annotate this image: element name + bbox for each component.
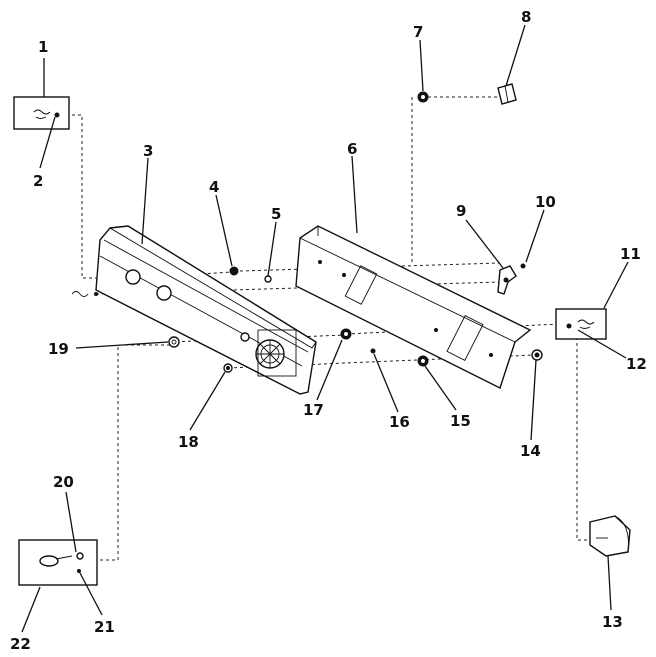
callout-1: 1 bbox=[38, 38, 48, 56]
leader-lines bbox=[21, 24, 629, 633]
part-17-nut bbox=[340, 328, 352, 340]
callout-6: 6 bbox=[347, 140, 357, 158]
part-13-knob bbox=[589, 515, 631, 557]
callout-17: 17 bbox=[303, 401, 324, 419]
callout-8: 8 bbox=[521, 8, 531, 26]
callout-20: 20 bbox=[53, 473, 74, 491]
part-18-nut bbox=[223, 363, 233, 373]
callout-11: 11 bbox=[620, 245, 641, 263]
part-16-screw bbox=[370, 348, 376, 354]
callout-4: 4 bbox=[209, 178, 219, 196]
callout-19: 19 bbox=[48, 340, 69, 358]
callout-2: 2 bbox=[33, 172, 43, 190]
callout-16: 16 bbox=[389, 413, 410, 431]
callout-labels: 1 2 3 4 5 6 7 8 9 10 11 12 13 14 15 16 1… bbox=[10, 8, 647, 653]
callout-13: 13 bbox=[602, 613, 623, 631]
callout-3: 3 bbox=[143, 142, 153, 160]
part-15-nut bbox=[417, 355, 429, 367]
callout-15: 15 bbox=[450, 412, 471, 430]
callout-5: 5 bbox=[271, 205, 281, 223]
callout-7: 7 bbox=[413, 23, 423, 41]
callout-10: 10 bbox=[535, 193, 556, 211]
part-7-nut bbox=[417, 91, 429, 103]
part-9-switch bbox=[497, 265, 517, 295]
callout-9: 9 bbox=[456, 202, 466, 220]
part-10-screw bbox=[520, 263, 526, 269]
part-3-control-panel bbox=[95, 225, 317, 395]
left-screw-parts bbox=[71, 291, 98, 297]
part-1-bracket-box bbox=[13, 96, 70, 130]
part-8-clip bbox=[497, 83, 517, 105]
callout-22: 22 bbox=[10, 635, 31, 653]
part-11-bracket-box bbox=[555, 308, 607, 340]
part-19-spacer bbox=[168, 336, 180, 348]
callout-18: 18 bbox=[178, 433, 199, 451]
part-14-nut bbox=[531, 349, 543, 361]
part-5-washer bbox=[264, 275, 272, 283]
callout-21: 21 bbox=[94, 618, 115, 636]
part-22-bracket-box bbox=[18, 539, 98, 586]
part-6-housing bbox=[295, 225, 532, 389]
part-4-screw bbox=[229, 266, 239, 276]
callout-14: 14 bbox=[520, 442, 541, 460]
callout-12: 12 bbox=[626, 355, 647, 373]
